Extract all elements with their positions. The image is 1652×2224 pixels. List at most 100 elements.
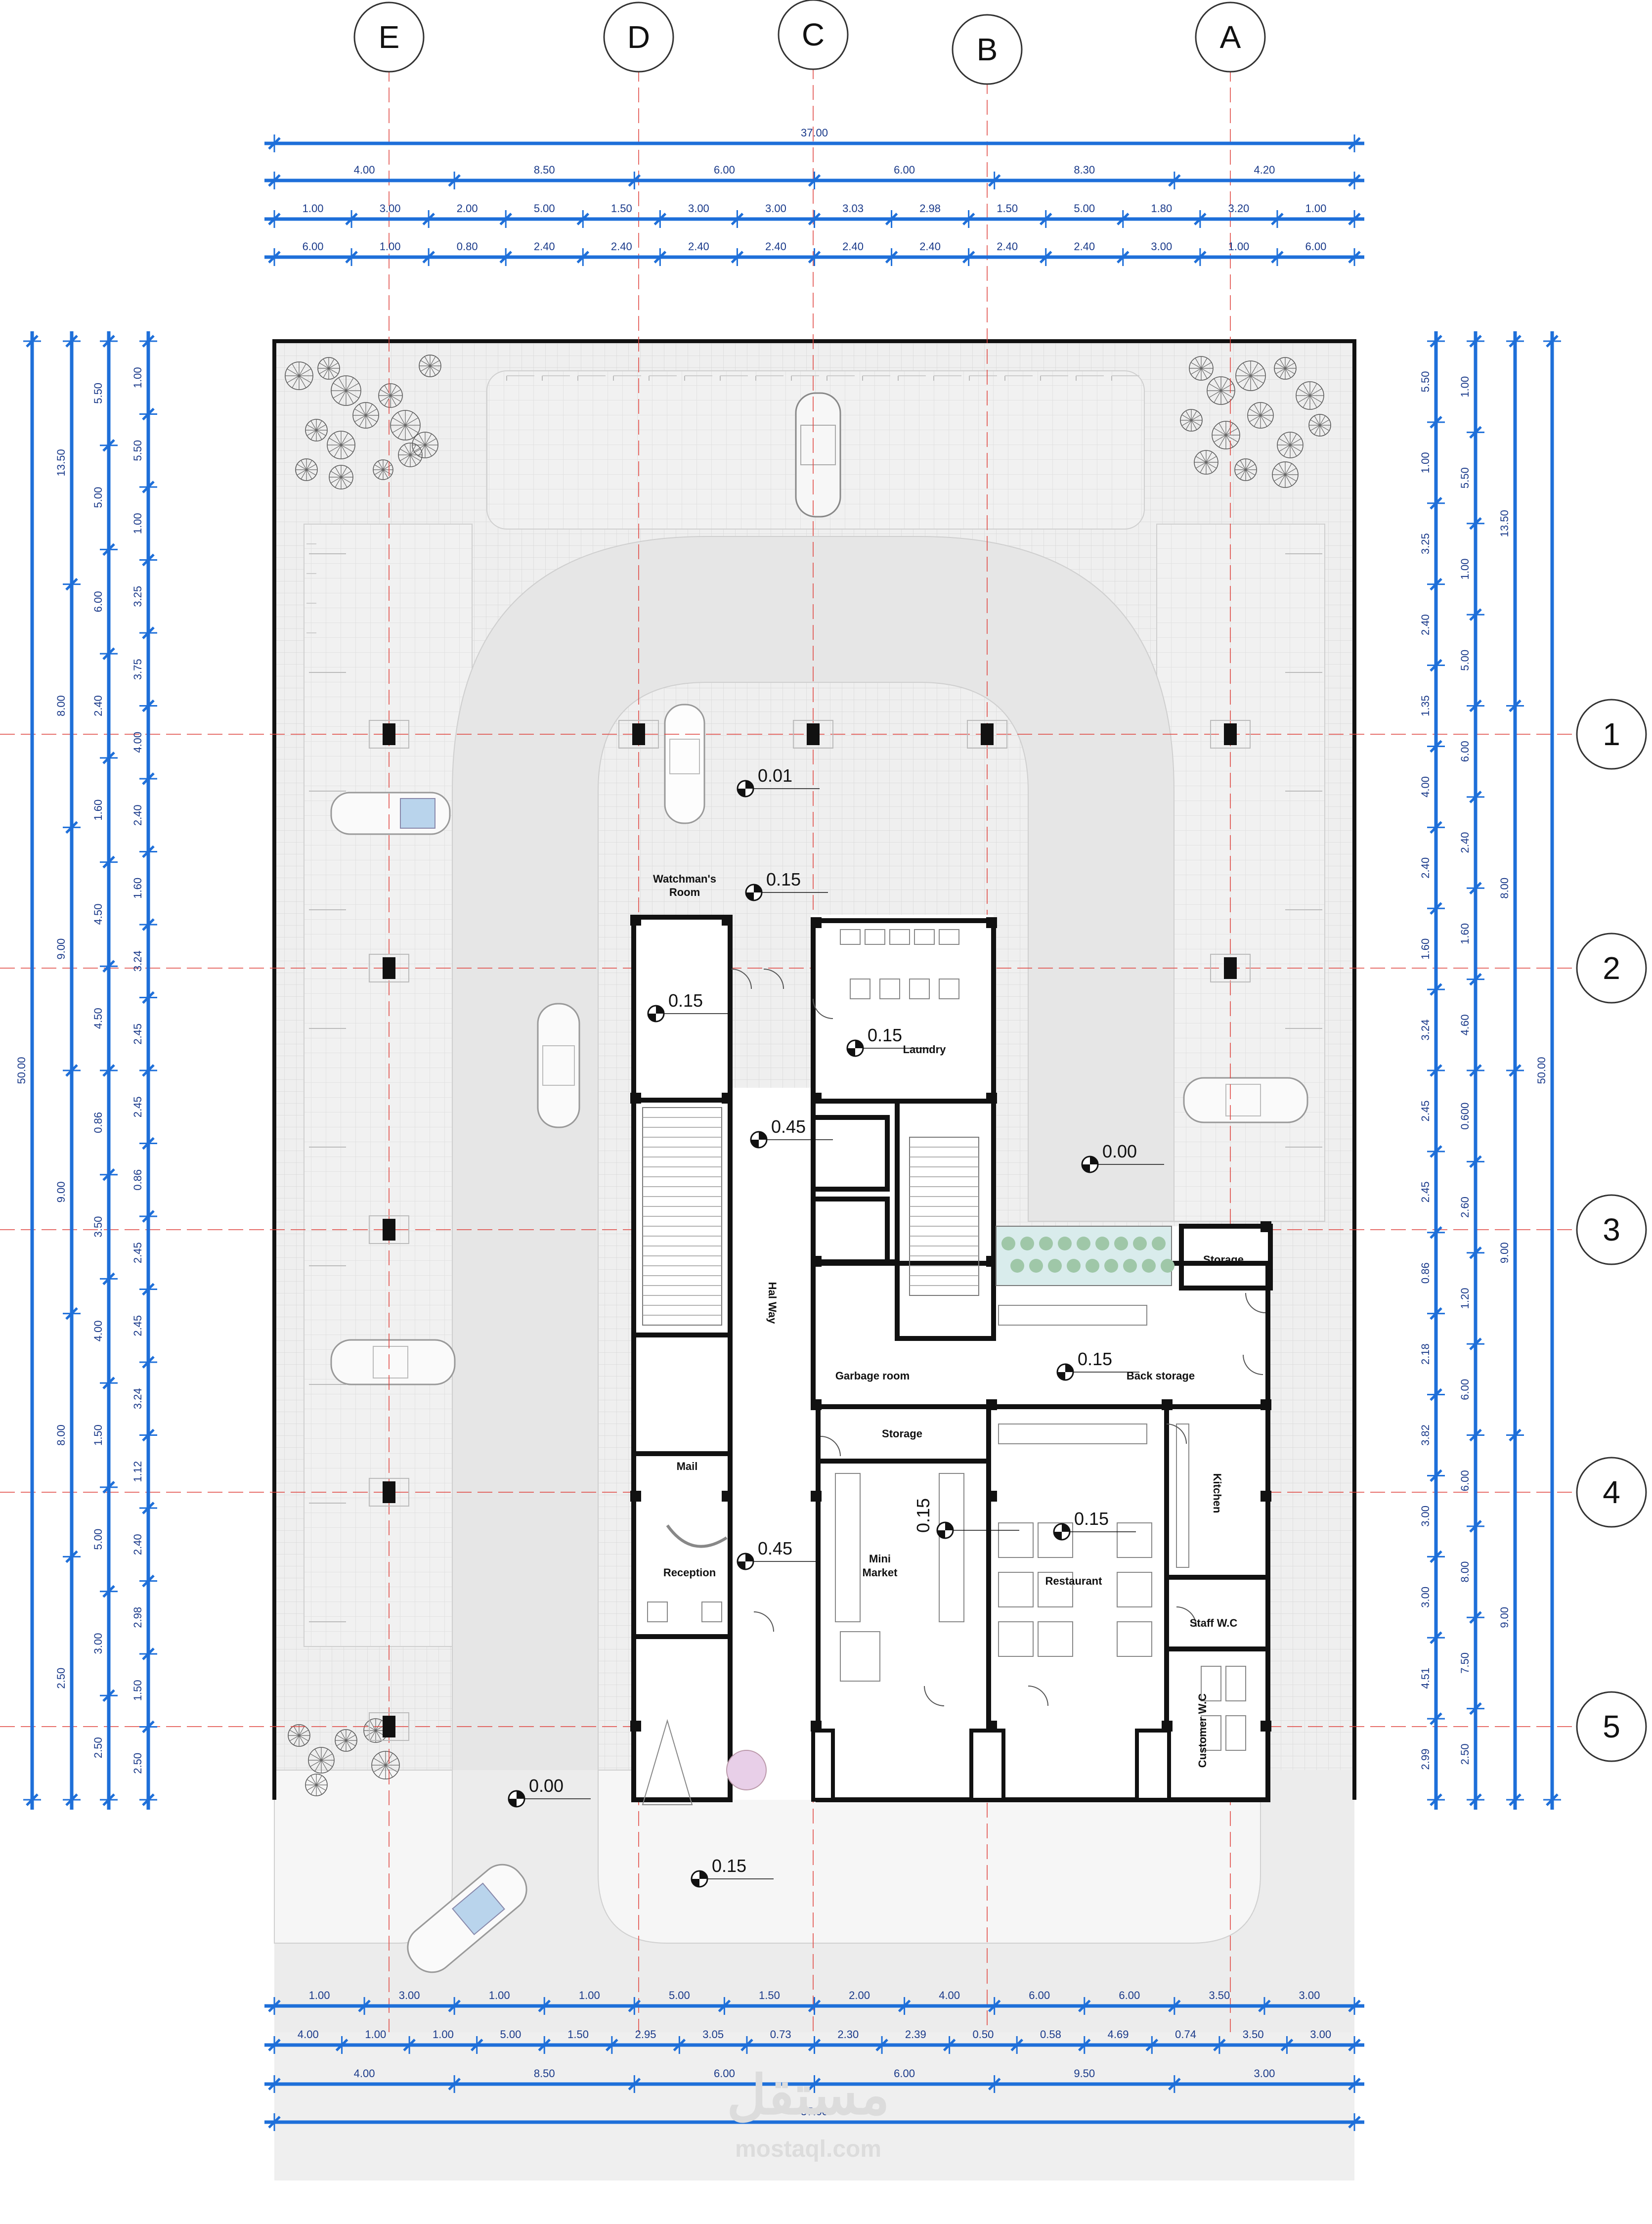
dim-label: 2.98 — [131, 1607, 144, 1628]
car-east — [1183, 1077, 1308, 1123]
dim-label: 37.00 — [801, 127, 828, 139]
room-reception-label: Reception — [663, 1566, 716, 1579]
grid-bubble-row-2: 2 — [1576, 933, 1647, 1004]
dim-label: 4.00 — [298, 2028, 319, 2041]
right-dim-col3: 13.508.009.009.00 — [1498, 331, 1524, 1810]
grid-label-D: D — [627, 19, 650, 55]
dim-label: 1.50 — [759, 1989, 780, 2002]
dim-label: 9.00 — [55, 938, 67, 960]
dim-label: 5.00 — [534, 202, 555, 215]
grid-bubble-row-4: 4 — [1576, 1457, 1647, 1528]
dim-label: 6.00 — [1119, 1989, 1140, 2002]
room-staff-wc-label: Staff W.C — [1190, 1617, 1238, 1629]
dim-label: 3.00 — [765, 202, 786, 215]
dim-label: 5.50 — [1459, 467, 1471, 489]
dim-label: 6.00 — [92, 591, 104, 612]
building — [630, 915, 1273, 1805]
dim-label: 1.00 — [131, 513, 144, 534]
dim-label: 1.00 — [131, 367, 144, 388]
dim-label: 1.80 — [1151, 202, 1172, 215]
left-dim-col4: 1.005.501.003.253.754.002.401.603.242.45… — [131, 331, 157, 1810]
dim-label: 0.73 — [770, 2028, 791, 2041]
dim-label: 2.45 — [131, 1023, 144, 1045]
dim-label: 2.00 — [457, 202, 478, 215]
grid-label-2: 2 — [1603, 950, 1620, 986]
dim-label: 5.50 — [131, 440, 144, 461]
dim-label: 0.86 — [131, 1169, 144, 1191]
dim-label: 2.40 — [1459, 832, 1471, 853]
dim-label: 3.24 — [131, 950, 144, 972]
dim-label: 2.45 — [131, 1315, 144, 1336]
grid-label-A: A — [1220, 19, 1241, 55]
column-7 — [383, 1219, 395, 1241]
level-value: 0.15 — [712, 1856, 746, 1876]
level-value: 0.15 — [913, 1498, 933, 1533]
dim-label: 1.00 — [579, 1989, 600, 2002]
level-value: 0.45 — [771, 1116, 806, 1137]
level-marker-watchman-out: 0.15 — [745, 869, 828, 901]
dim-label: 3.00 — [1310, 2028, 1331, 2041]
dim-label: 2.40 — [92, 695, 104, 716]
dim-label: 2.40 — [997, 240, 1018, 253]
dim-label: 4.50 — [92, 1008, 104, 1029]
dim-label: 1.12 — [131, 1461, 144, 1482]
dim-label: 2.45 — [1419, 1101, 1432, 1122]
dim-label: 1.00 — [365, 2028, 386, 2041]
dim-label: 5.00 — [1459, 650, 1471, 671]
grid-bubble-row-5: 5 — [1576, 1691, 1647, 1762]
dim-label: 4.69 — [1108, 2028, 1129, 2041]
dim-label: 4.00 — [939, 1989, 960, 2002]
dim-label: 3.00 — [380, 202, 401, 215]
top-dim-total: 37.00 — [264, 127, 1364, 152]
room-back-storage-label: Back storage — [1127, 1370, 1195, 1382]
dim-label: 1.50 — [567, 2028, 589, 2041]
dim-label: 2.40 — [1074, 240, 1095, 253]
column-3 — [981, 723, 994, 745]
level-marker-mini-market: 0.15 — [913, 1498, 1019, 1539]
dim-label: 3.50 — [1243, 2028, 1264, 2041]
room-watchman-label-2: Room — [669, 886, 700, 898]
dim-label: 2.40 — [611, 240, 632, 253]
dim-label: 6.00 — [714, 2067, 735, 2080]
dim-label: 1.60 — [1459, 923, 1471, 944]
grid-bubble-col-E: E — [353, 1, 425, 73]
dim-label: 4.60 — [1459, 1014, 1471, 1035]
dim-label: 8.50 — [534, 164, 555, 176]
grid-label-E: E — [379, 19, 400, 55]
column-0 — [383, 723, 395, 745]
dim-label: 0.58 — [1040, 2028, 1061, 2041]
dim-label: 3.00 — [1419, 1587, 1432, 1608]
dim-label: 7.50 — [1459, 1652, 1471, 1674]
column-4 — [1224, 723, 1237, 745]
dim-label: 3.50 — [1209, 1989, 1230, 2002]
dim-label: 2.40 — [919, 240, 941, 253]
dim-label: 3.82 — [1419, 1424, 1432, 1446]
dim-label: 2.00 — [849, 1989, 870, 2002]
grid-bubble-col-B: B — [952, 14, 1023, 85]
watermark: مستقل mostaql.com — [727, 2065, 889, 2162]
dim-label: 2.99 — [1419, 1749, 1432, 1770]
column-5 — [383, 957, 395, 979]
dim-label: 2.45 — [1419, 1181, 1432, 1202]
dim-label: 1.00 — [433, 2028, 454, 2041]
dim-label: 9.50 — [1074, 2067, 1095, 2080]
column-2 — [807, 723, 820, 745]
level-value: 0.45 — [758, 1538, 792, 1558]
grid-label-1: 1 — [1603, 716, 1620, 752]
dim-label: 8.30 — [1074, 164, 1095, 176]
dim-label: 3.00 — [92, 1633, 104, 1654]
watermark-arabic: مستقل — [727, 2065, 889, 2126]
dim-label: 1.50 — [131, 1680, 144, 1701]
dim-label: 6.00 — [1029, 1989, 1050, 2002]
car-parking — [664, 704, 705, 824]
dim-label: 2.50 — [131, 1753, 144, 1774]
dim-label: 3.03 — [842, 202, 864, 215]
dim-label: 6.00 — [303, 240, 324, 253]
room-mini-market-label-1: Mini — [869, 1553, 891, 1565]
